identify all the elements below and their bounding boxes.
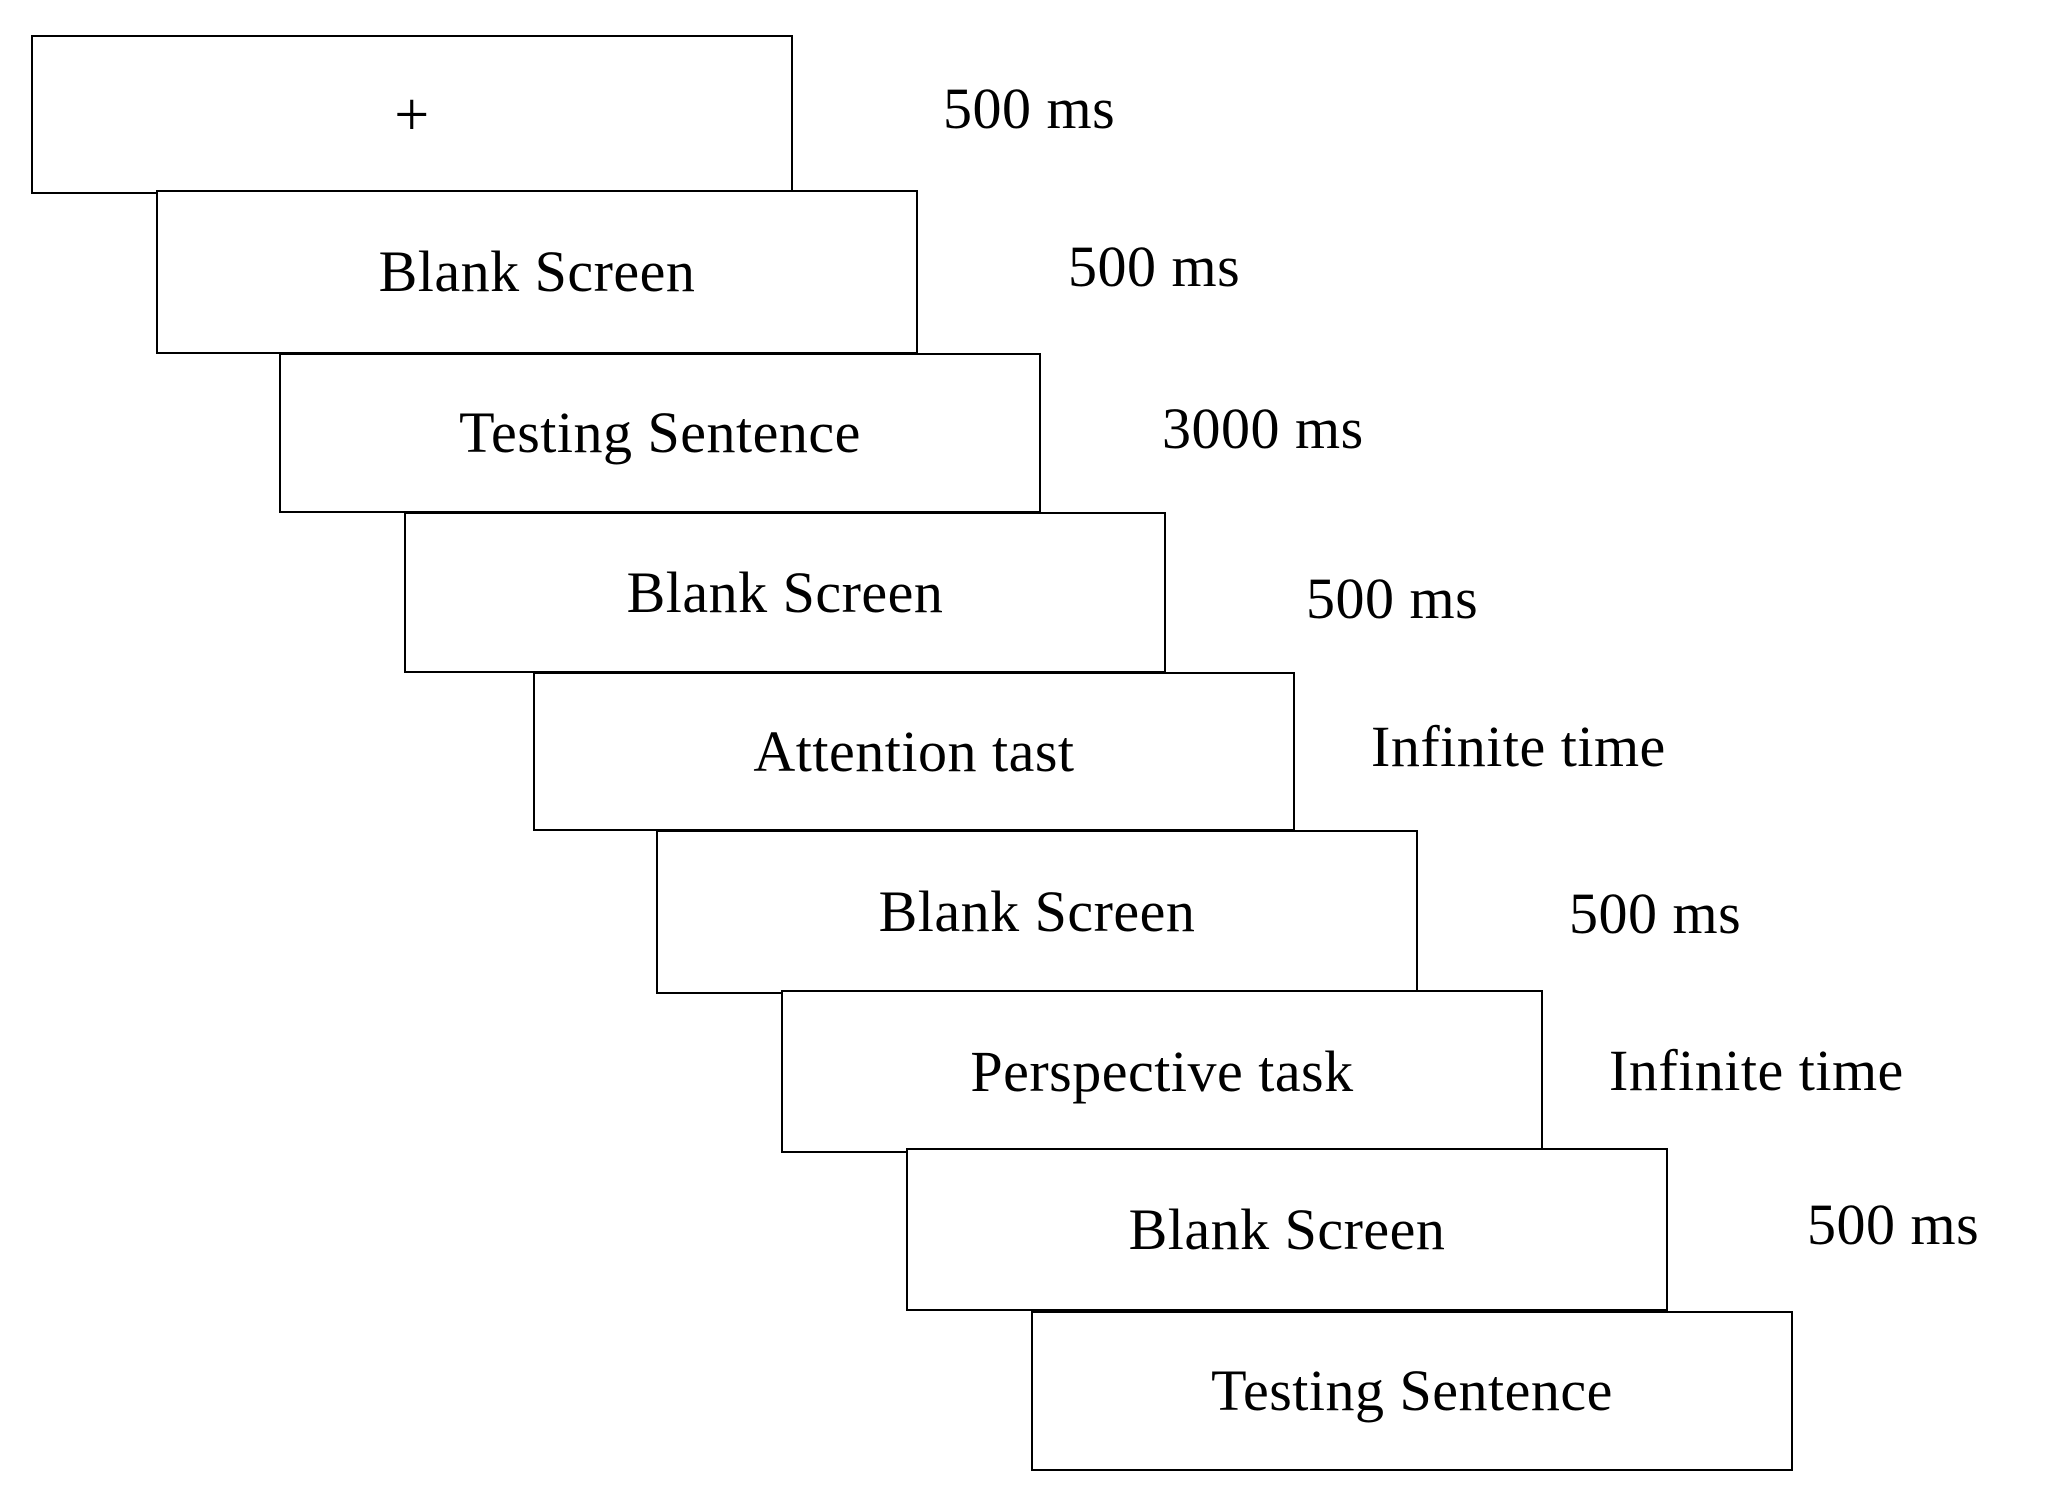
step-box-testing-sentence-2: Testing Sentence <box>1031 1311 1793 1471</box>
step-box-perspective-task: Perspective task <box>781 990 1543 1153</box>
fixation-cross-label: + <box>394 80 430 149</box>
step-label-blank-screen-3: Blank Screen <box>878 879 1196 944</box>
step-label-blank-screen-1: Blank Screen <box>378 239 696 304</box>
step-box-blank-screen-1: Blank Screen <box>156 190 918 354</box>
step-label-attention-task: Attention tast <box>753 718 1075 784</box>
step-duration-attention-task: Infinite time <box>1371 714 1666 779</box>
step-label-blank-screen-2: Blank Screen <box>626 559 944 625</box>
step-box-attention-task: Attention tast <box>533 672 1295 831</box>
step-duration-fixation: 500 ms <box>943 76 1116 141</box>
step-duration-blank-screen-3: 500 ms <box>1569 881 1742 946</box>
step-duration-perspective-task: Infinite time <box>1609 1038 1904 1103</box>
step-duration-blank-screen-4: 500 ms <box>1807 1192 1980 1257</box>
step-box-blank-screen-3: Blank Screen <box>656 830 1418 994</box>
step-box-testing-sentence-1: Testing Sentence <box>279 353 1041 513</box>
step-duration-blank-screen-2: 500 ms <box>1306 566 1479 631</box>
step-duration-testing-sentence-1: 3000 ms <box>1162 396 1364 461</box>
step-label-blank-screen-4: Blank Screen <box>1128 1196 1446 1262</box>
step-box-blank-screen-2: Blank Screen <box>404 512 1166 673</box>
step-duration-blank-screen-1: 500 ms <box>1068 234 1241 299</box>
step-box-fixation: + <box>31 35 793 194</box>
step-box-blank-screen-4: Blank Screen <box>906 1148 1668 1311</box>
step-label-perspective-task: Perspective task <box>970 1038 1354 1104</box>
step-label-testing-sentence-1: Testing Sentence <box>459 400 861 465</box>
step-label-testing-sentence-2: Testing Sentence <box>1211 1358 1613 1423</box>
